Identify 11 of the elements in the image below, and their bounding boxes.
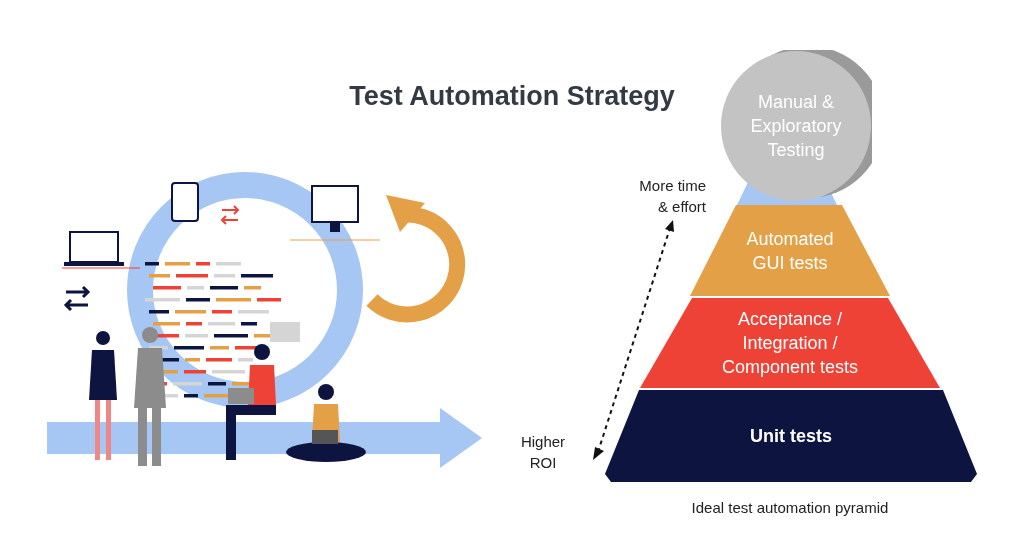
axis-note: Higher ROI <box>519 432 567 473</box>
diagram-caption: Ideal test automation pyramid <box>690 498 890 518</box>
diagram-title: Test Automation Strategy <box>348 80 676 113</box>
level-label: Acceptance / Integration / Component tests <box>720 308 860 379</box>
level-label: Automated GUI tests <box>745 227 835 275</box>
axis-note: More time & effort <box>638 176 706 217</box>
pyramid-level <box>640 298 940 388</box>
level-label: Unit tests <box>749 425 833 448</box>
testing-circle <box>720 50 872 202</box>
level-label: Manual & Exploratory Testing <box>749 91 843 162</box>
pyramid-level <box>605 390 977 482</box>
